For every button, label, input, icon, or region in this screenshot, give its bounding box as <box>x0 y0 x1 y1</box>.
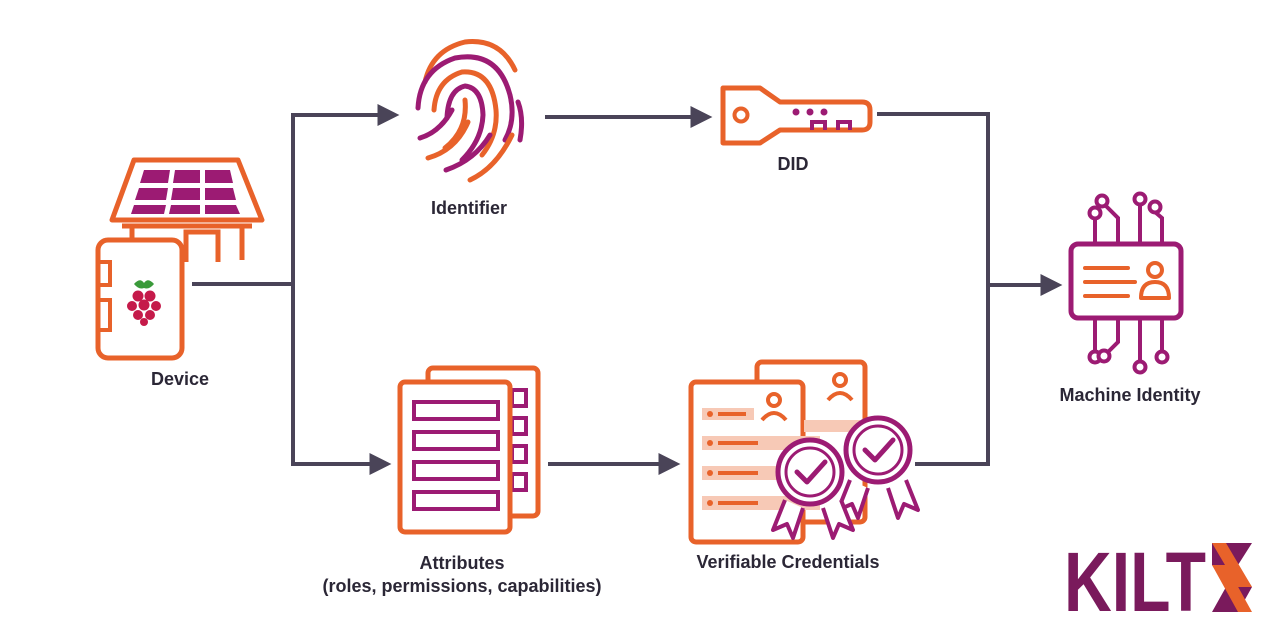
connector-did <box>877 112 990 285</box>
raspberry-logo-icon <box>127 280 161 326</box>
connector-credentials <box>915 285 990 466</box>
attributes-sublabel: (roles, permissions, capabilities) <box>322 576 602 596</box>
verified-badge-icon <box>836 415 920 520</box>
kilt-logo: KILT <box>1064 537 1206 617</box>
arrow-to-identifier <box>291 104 400 284</box>
verifiable-credentials-icon <box>688 359 920 545</box>
attributes-title: Attributes <box>419 553 505 573</box>
key-icon <box>720 85 873 146</box>
arrow-to-attributes <box>291 284 392 475</box>
raspberry-board-icon <box>95 237 185 361</box>
verified-badge-icon <box>771 437 855 540</box>
fingerprint-icon <box>415 39 525 183</box>
identifier-label: Identifier <box>430 198 508 218</box>
solar-house-icon <box>109 157 265 262</box>
device-label: Device <box>150 369 210 389</box>
kilt-logo-mark-icon <box>1212 543 1252 612</box>
kilt-logo-text: KILT <box>1064 537 1206 617</box>
verifiable-credentials-label: Verifiable Credentials <box>696 552 880 572</box>
attributes-documents-icon <box>397 365 541 535</box>
did-label: DID <box>777 154 809 174</box>
attributes-label: Attributes (roles, permissions, capabili… <box>322 552 601 598</box>
machine-identity-chip-icon <box>1068 191 1184 375</box>
machine-identity-label: Machine Identity <box>1059 385 1201 405</box>
